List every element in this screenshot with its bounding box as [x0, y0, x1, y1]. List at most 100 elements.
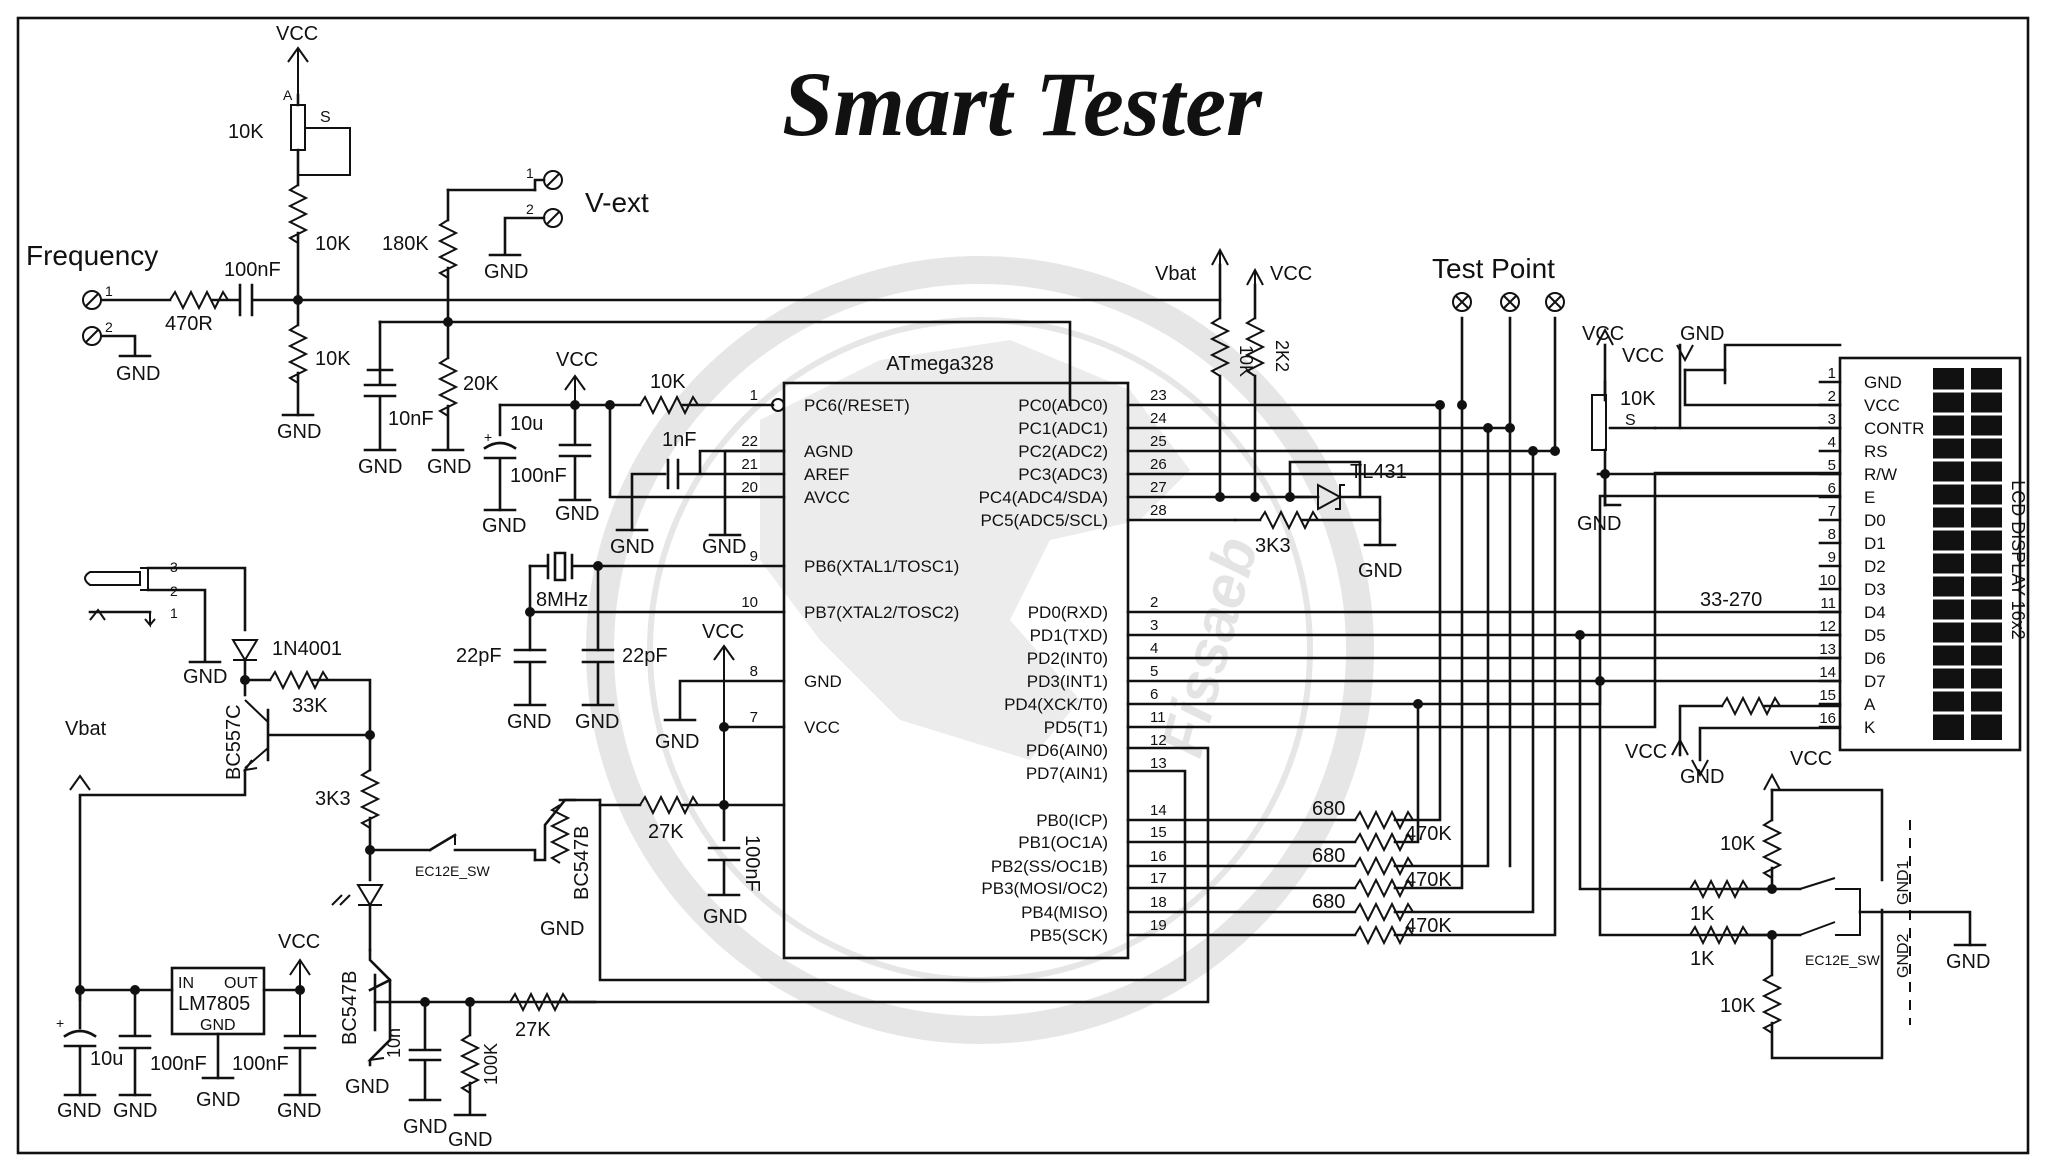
gnd-bc547b-lower: GND	[345, 1076, 389, 1098]
lcd-pin-label: K	[1864, 718, 1876, 737]
bc547b-upper: BC547B	[571, 826, 593, 901]
input-section	[82, 46, 1222, 452]
power-switch-section	[78, 566, 1210, 1117]
mcu-pin-label: PB6(XTAL1/TOSC1)	[804, 557, 959, 576]
connector-pin-1: 1	[170, 605, 178, 621]
mcu-pin-label: PC5(ADC5/SCL)	[980, 511, 1108, 530]
bc557c-label: BC557C	[223, 704, 245, 780]
gnd-mcu: GND	[655, 731, 699, 753]
mcu-pin-label: PB5(SCK)	[1030, 926, 1108, 945]
vcc-top-left: VCC	[276, 23, 318, 45]
vcc-avcc: VCC	[556, 349, 598, 371]
gnd-reg-1: GND	[57, 1100, 101, 1122]
mcu-pin-label: PB0(ICP)	[1036, 811, 1108, 830]
mcu-pin-label: PC1(ADC1)	[1018, 419, 1108, 438]
cap-10n: 10n	[384, 1028, 404, 1058]
mcu-pin-number: 24	[1150, 410, 1167, 427]
mcu-pin-number: 25	[1150, 433, 1167, 450]
mcu-pin-number: 13	[1150, 755, 1167, 772]
tl431-label: TL431	[1350, 461, 1407, 483]
res-1k-enc-1: 1K	[1690, 903, 1715, 925]
mcu-pin-number: 5	[1150, 663, 1158, 680]
mcu-pin-number: 20	[741, 479, 758, 496]
lcd-pin-number: 3	[1828, 411, 1836, 428]
atmega328-label: ATmega328	[886, 353, 993, 375]
mcu-pin-number: 4	[1150, 640, 1158, 657]
vbat-label-top: Vbat	[1155, 263, 1197, 285]
mcu-pin-number: 16	[1150, 848, 1167, 865]
lcd-pin-number: 14	[1819, 664, 1836, 681]
page-title: Smart Tester	[782, 53, 1263, 155]
mcu-pin-label: AREF	[804, 465, 849, 484]
mcu-pin-label: PD4(XCK/T0)	[1004, 695, 1108, 714]
mcu-pin-label: AVCC	[804, 488, 850, 507]
mcu-pin-label: PD1(TXD)	[1030, 626, 1108, 645]
pot-10k-lcd: 10K	[1620, 388, 1656, 410]
gnd-10nf: GND	[358, 456, 402, 478]
lcd-pin-number: 8	[1828, 526, 1836, 543]
gnd-reg-3: GND	[196, 1089, 240, 1111]
v-ext-label: V-ext	[585, 187, 649, 218]
res-27k-upper: 27K	[648, 821, 684, 843]
mcu-power	[663, 644, 786, 810]
lcd-power-section	[1591, 327, 1842, 778]
mcu-pin-number: 19	[1150, 917, 1167, 934]
gnd-reg-2: GND	[113, 1100, 157, 1122]
lcd-pin-label: A	[1864, 695, 1876, 714]
pot-a-top: A	[283, 87, 293, 103]
res-20k: 20K	[463, 373, 499, 395]
cap-100nf-reg-1: 100nF	[150, 1053, 207, 1075]
lcd-pin-number: 4	[1828, 434, 1836, 451]
mcu-pin-label: PD0(RXD)	[1028, 603, 1108, 622]
mcu-pin-label: PB3(MOSI/OC2)	[981, 879, 1108, 898]
gnd-backlight: GND	[1680, 766, 1724, 788]
freq-pin-2: 2	[105, 319, 113, 335]
gnd1-label: GND1	[1895, 860, 1912, 905]
gnd-aref: GND	[610, 536, 654, 558]
gnd-20k: GND	[427, 456, 471, 478]
reference-section	[1209, 247, 1382, 547]
res-10k-enc-1: 10K	[1720, 833, 1756, 855]
lcd-pin-label: D6	[1864, 649, 1886, 668]
mcu-pin-label: PB7(XTAL2/TOSC2)	[804, 603, 959, 622]
lcd-pin-label: VCC	[1864, 396, 1900, 415]
cap-10nf: 10nF	[388, 408, 434, 430]
lcd-pin-number: 7	[1828, 503, 1836, 520]
test-point-terminals	[1452, 292, 1565, 312]
res-3k3-left: 3K3	[315, 788, 351, 810]
pot-s-lcd: S	[1625, 412, 1636, 429]
ec12e-sw-right: EC12E_SW	[1805, 952, 1880, 968]
lcd-character-blocks	[1933, 368, 2002, 740]
vext-pin-2: 2	[526, 201, 534, 217]
mcu-pin-number: 2	[1150, 594, 1158, 611]
lcd-pin-label: D4	[1864, 603, 1886, 622]
mcu-pin-label: PD6(AIN0)	[1026, 741, 1108, 760]
gnd-10n: GND	[403, 1116, 447, 1138]
res-10k-reset: 10K	[650, 371, 686, 393]
lcd-pin-label: RS	[1864, 442, 1888, 461]
frame-border	[16, 16, 2030, 1155]
lcd-pin-number: 11	[1820, 595, 1836, 612]
vcc-lcd-label: VCC	[1582, 323, 1624, 345]
mcu-pin-label: PD2(INT0)	[1027, 649, 1108, 668]
connector-pin-2: 2	[170, 583, 178, 599]
res-680-2: 680	[1312, 845, 1345, 867]
mcu-pin-label: PC6(/RESET)	[804, 396, 910, 415]
gnd-agnd: GND	[702, 536, 746, 558]
lm7805-gnd: GND	[200, 1017, 236, 1034]
res-1k-enc-2: 1K	[1690, 948, 1715, 970]
mcu-pin-label: PB1(OC1A)	[1018, 833, 1108, 852]
lcd-pin-number: 12	[1819, 618, 1836, 635]
gnd-vext: GND	[484, 261, 528, 283]
lm7805-in: IN	[178, 975, 194, 992]
lcd-name: LCD DISPLAY 16x2	[2008, 480, 2028, 639]
mcu-pin-number: 15	[1150, 824, 1167, 841]
mcu-pin-number: 28	[1150, 502, 1167, 519]
lcd-pin-number: 2	[1828, 388, 1836, 405]
cap-22pf-2: 22pF	[622, 645, 668, 667]
port-b-resistors	[1126, 472, 1557, 946]
gnd-top-left: GND	[277, 421, 321, 443]
res-10k-ref: 10K	[1236, 345, 1256, 377]
lcd-pin-label: D5	[1864, 626, 1886, 645]
crystal-section	[513, 551, 786, 707]
